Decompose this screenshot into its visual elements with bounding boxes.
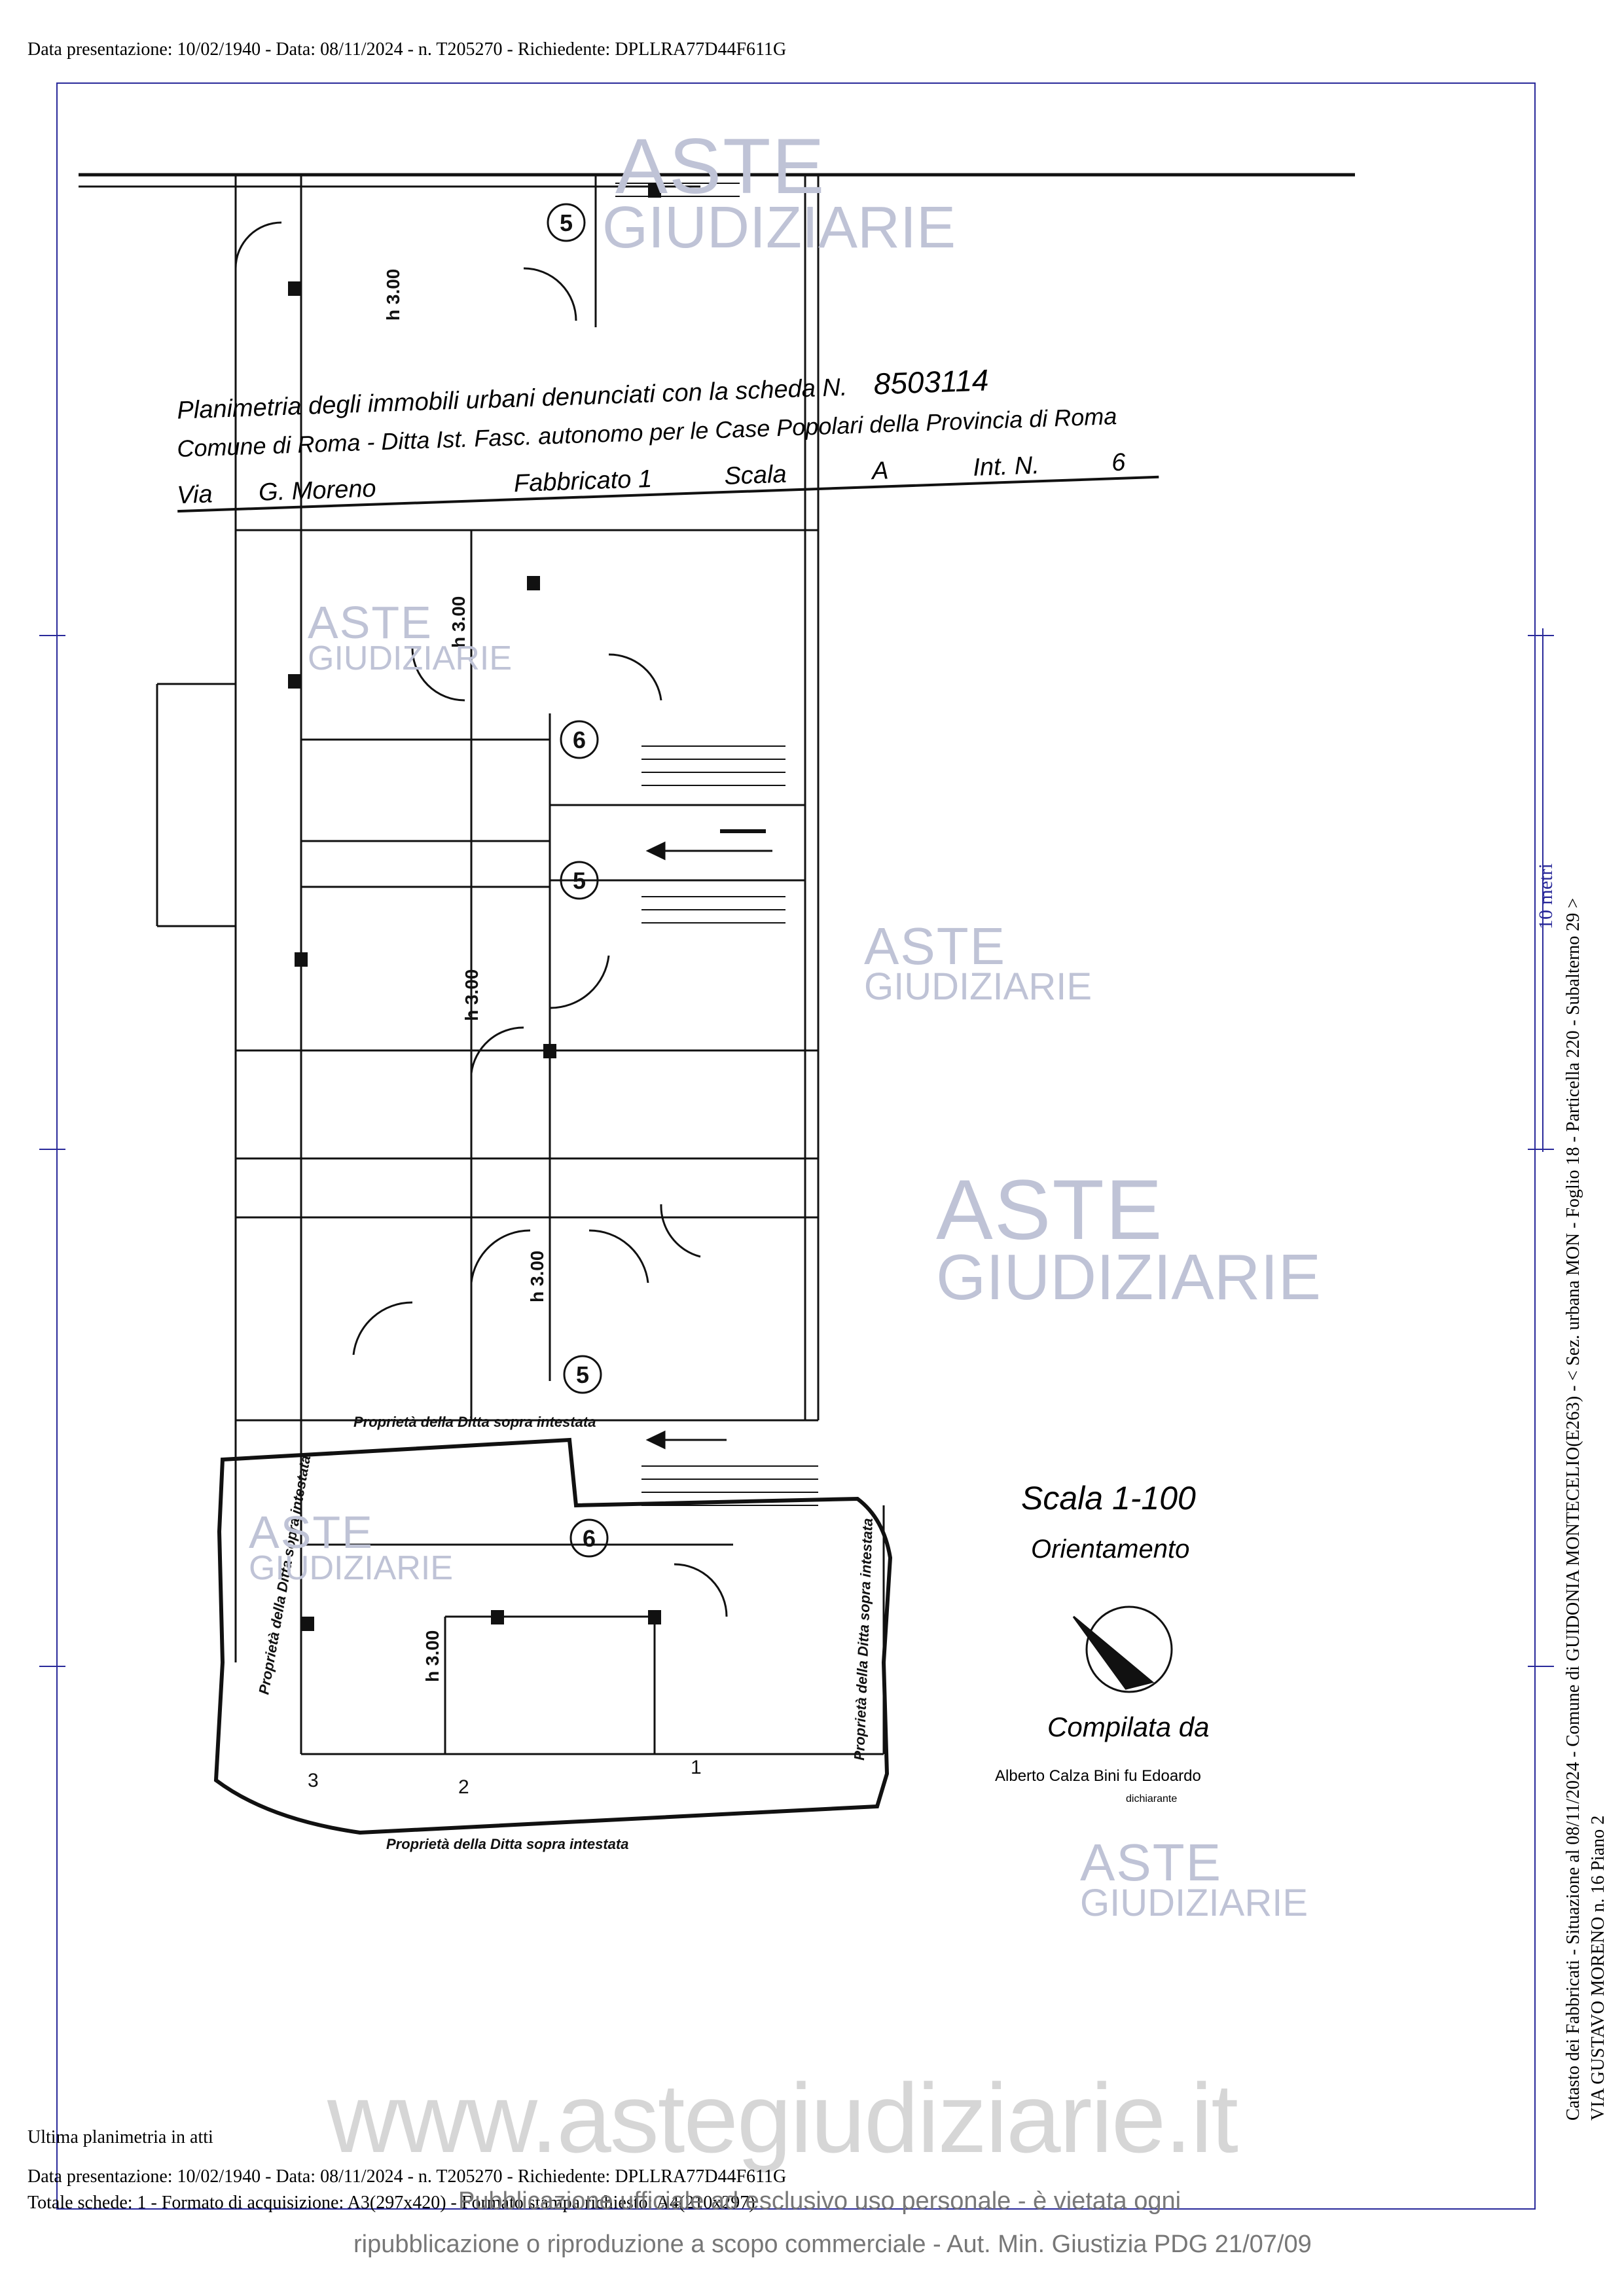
orientation-label: Orientamento: [1031, 1535, 1190, 1564]
dichiarante-label: dichiarante: [1126, 1793, 1178, 1804]
stair-marker: 5: [560, 209, 573, 236]
footer-format-line: Totale schede: 1 - Formato di acquisizio…: [27, 2193, 755, 2213]
scale-bar-label: 10 metri: [1535, 863, 1557, 929]
frame-tick: [1528, 1149, 1554, 1150]
last-plan-label: Ultima planimetria in atti: [27, 2127, 213, 2147]
header-line: Data presentazione: 10/02/1940 - Data: 0…: [27, 39, 787, 60]
watermark: ASTE GIUDIZIARIE: [249, 1507, 454, 1587]
frame-tick: [39, 1149, 65, 1150]
catasto-line: Catasto dei Fabbricati - Situazione al 0…: [1563, 897, 1583, 2121]
address-line: VIA GUSTAVO MORENO n. 16 Piano 2: [1588, 1815, 1608, 2121]
watermark: ASTE GIUDIZIARIE: [308, 597, 513, 677]
watermark: ASTE GIUDIZIARIE: [602, 122, 956, 260]
scale-ratio: Scala 1-100: [1021, 1480, 1196, 1516]
compiled-by-label: Compilata da: [1047, 1712, 1210, 1742]
stair-marker: 5: [576, 1361, 589, 1388]
frame-tick: [1528, 635, 1554, 636]
watermark-url: www.astegiudiziarie.it: [327, 2063, 1238, 2173]
compiler-name: Alberto Calza Bini fu Edoardo: [995, 1767, 1201, 1785]
page-frame: [56, 82, 1536, 2210]
scale-bar: [1542, 628, 1543, 1152]
footer-line: Data presentazione: 10/02/1940 - Data: 0…: [27, 2166, 787, 2187]
height-label: h 3.00: [461, 969, 482, 1021]
stair-marker: 6: [583, 1525, 596, 1552]
watermark: ASTE GIUDIZIARIE: [936, 1162, 1322, 1313]
boundary-label: Proprietà della Ditta sopra intestata: [851, 1518, 876, 1761]
watermark: ASTE GIUDIZIARIE: [1080, 1833, 1308, 1924]
room-number: 3: [308, 1770, 319, 1791]
frame-tick: [1528, 1666, 1554, 1667]
floor-plan: 5 6 5 5 6 h 3.00 h 3.00 h 3.00 h 3.00 h …: [79, 173, 1355, 1852]
boundary-label: Proprietà della Ditta sopra intestata: [353, 1414, 596, 1430]
height-label: h 3.00: [422, 1630, 442, 1682]
frame-tick: [39, 1666, 65, 1667]
height-label: h 3.00: [383, 269, 403, 321]
frame-tick: [39, 635, 65, 636]
publication-notice: Pubblicazione ufficiale ad esclusivo uso…: [458, 2187, 1182, 2215]
height-label: h 3.00: [448, 596, 469, 648]
boundary-label: Proprietà della Ditta sopra intestata: [386, 1836, 628, 1852]
room-number: 2: [458, 1776, 469, 1798]
room-number: 1: [691, 1757, 702, 1778]
height-label: h 3.00: [527, 1251, 547, 1302]
watermark: ASTE GIUDIZIARIE: [864, 917, 1092, 1008]
publication-notice: ripubblicazione o riproduzione a scopo c…: [353, 2231, 1312, 2258]
stair-marker: 5: [573, 867, 586, 894]
stair-marker: 6: [573, 726, 586, 753]
